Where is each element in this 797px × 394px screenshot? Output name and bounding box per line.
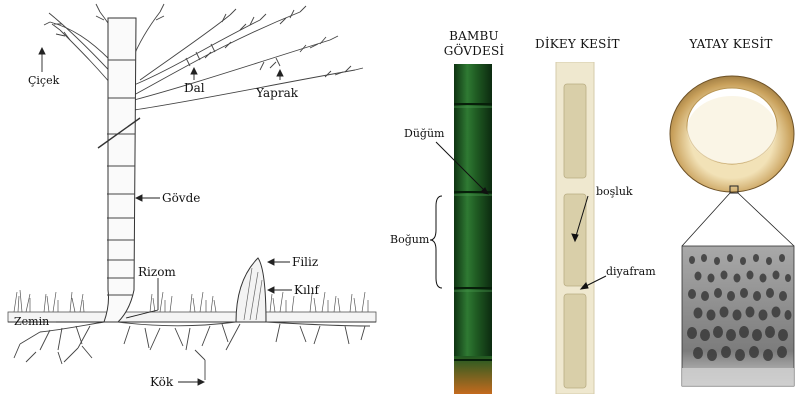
- label-sheath: Kılıf: [294, 284, 319, 296]
- label-cavity: boşluk: [596, 186, 633, 197]
- label-node: Düğüm: [404, 128, 444, 139]
- roots: [14, 322, 370, 380]
- label-branch: Dal: [184, 82, 205, 94]
- label-leaf: Yaprak: [256, 87, 298, 99]
- heading-horizontal-section: YATAY KESİT: [686, 38, 776, 50]
- leader-arrows: [39, 48, 292, 385]
- label-diaphragm: diyafram: [606, 266, 656, 277]
- label-ground: Zemin: [14, 316, 49, 327]
- label-flower: Çiçek: [28, 75, 59, 86]
- label-stem: Gövde: [162, 192, 200, 204]
- shoot: [236, 258, 266, 322]
- ground-band: [8, 312, 376, 322]
- label-internode: Boğum: [390, 234, 429, 245]
- label-root: Kök: [150, 376, 173, 388]
- heading-culm-line2: GÖVDESİ: [440, 45, 508, 57]
- heading-culm-line1: BAMBU: [448, 30, 500, 42]
- horizontal-section-photo: [662, 56, 797, 394]
- main-culm: [98, 18, 140, 322]
- heading-vertical-section: DİKEY KESİT: [535, 38, 617, 50]
- label-rhizome: Rizom: [138, 266, 176, 278]
- label-shoot: Filiz: [292, 256, 318, 268]
